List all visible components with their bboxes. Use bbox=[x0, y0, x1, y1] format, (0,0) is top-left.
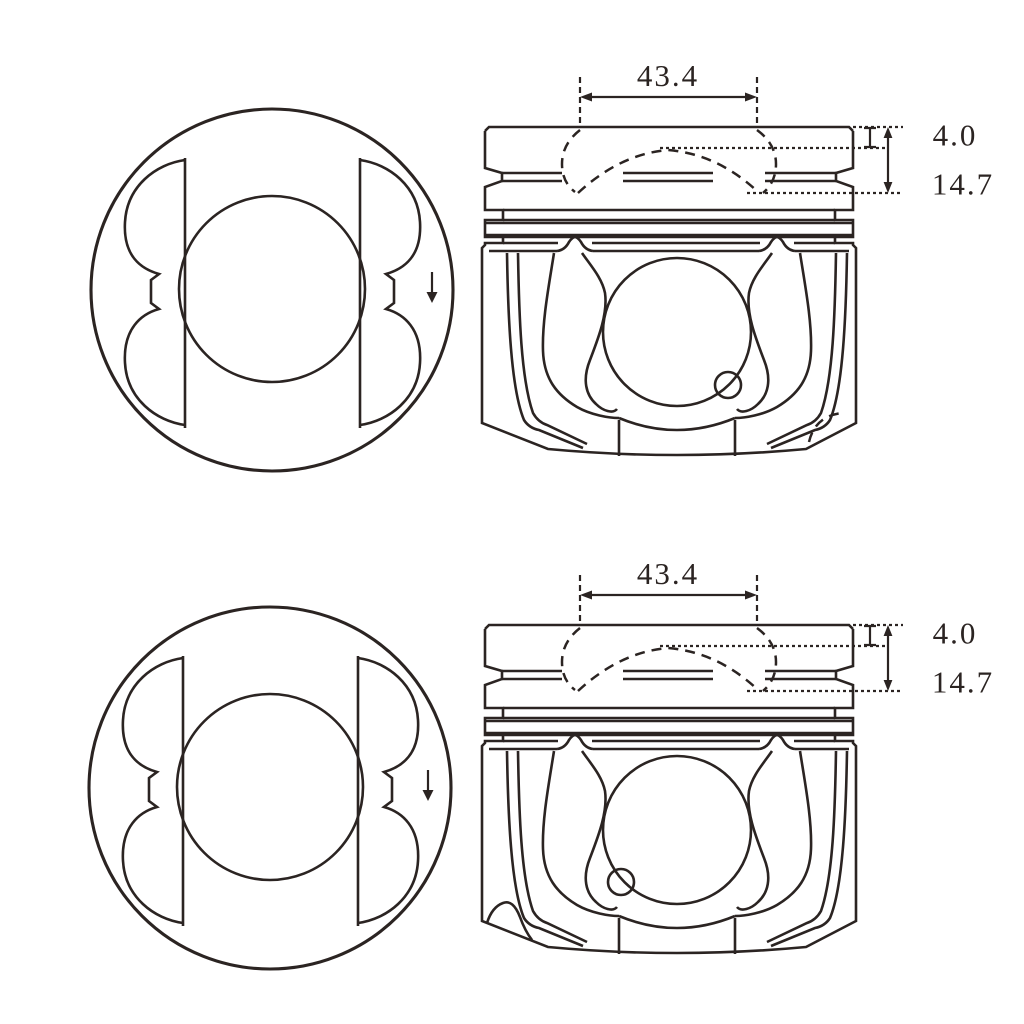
rim-depth-label: 4.0 bbox=[933, 118, 978, 153]
piston-top-view-2 bbox=[87, 605, 453, 971]
skirt-corner-bump bbox=[485, 901, 534, 941]
bowl-diameter-label: 43.4 bbox=[637, 556, 699, 591]
dimension-annotations bbox=[578, 573, 905, 693]
piston-side-geometry bbox=[480, 623, 858, 956]
rim-depth-label: 4.0 bbox=[933, 616, 978, 651]
corner-hidden-arc bbox=[807, 411, 843, 443]
bowl-depth-label: 14.7 bbox=[932, 167, 994, 202]
piston-side-view-2: 43.4 4.0 14.7 bbox=[480, 556, 994, 956]
bowl-depth-label: 14.7 bbox=[932, 665, 994, 700]
piston-top-view-1 bbox=[89, 107, 455, 473]
snap-ring-gap-circle bbox=[606, 867, 636, 897]
piston-top-geometry bbox=[87, 605, 453, 971]
snap-ring-gap-circle bbox=[713, 370, 743, 400]
piston-side-view-1: 43.4 4.0 14.7 bbox=[480, 58, 994, 458]
down-arrow-icon bbox=[421, 768, 435, 803]
piston-side-geometry bbox=[480, 125, 858, 458]
down-arrow-icon bbox=[425, 270, 439, 305]
bowl-diameter-label: 43.4 bbox=[637, 58, 699, 93]
dimension-annotations bbox=[578, 75, 905, 195]
piston-top-geometry bbox=[89, 107, 455, 473]
